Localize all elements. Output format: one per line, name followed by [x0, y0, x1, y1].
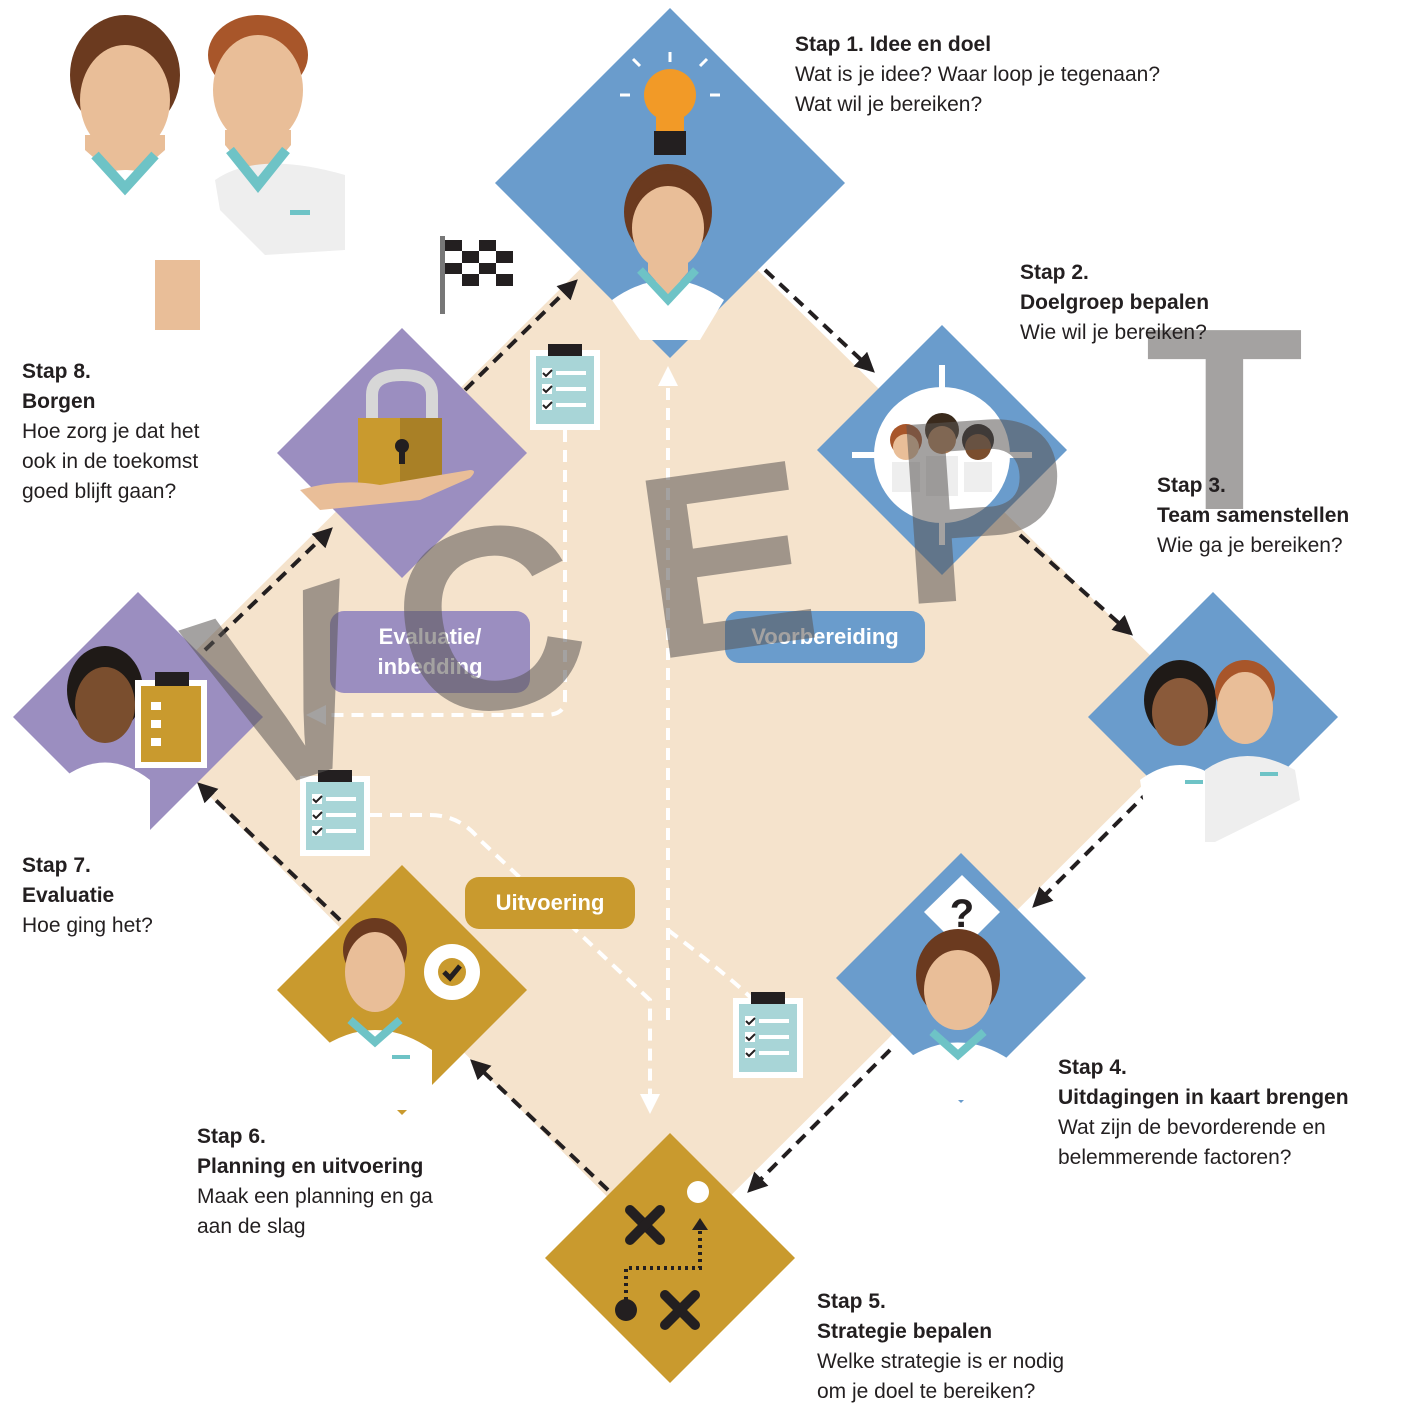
- step-title: Stap 2.: [1020, 261, 1089, 284]
- step-line: belemmerende factoren?: [1058, 1146, 1292, 1169]
- step-line: Wat is je idee? Waar loop je tegenaan?: [795, 63, 1160, 86]
- step-4-text: Stap 4. Uitdagingen in kaart brengen Wat…: [1058, 1053, 1349, 1173]
- step-line: ook in de toekomst: [22, 450, 199, 473]
- clipboard-icon: [529, 343, 601, 431]
- step-3-text: Stap 3. Team samenstellen Wie ga je bere…: [1157, 471, 1349, 561]
- step-line: Wie ga je bereiken?: [1157, 534, 1343, 557]
- step-line: Wie wil je bereiken?: [1020, 321, 1207, 344]
- lightbulb-icon: [620, 52, 720, 155]
- step-8-text: Stap 8. Borgen Hoe zorg je dat het ook i…: [22, 357, 199, 507]
- step-title: Stap 4.: [1058, 1056, 1127, 1079]
- step-line: Hoe ging het?: [22, 914, 153, 937]
- clipboard-icon: [135, 672, 207, 768]
- step-4-diamond[interactable]: ?: [836, 853, 1086, 1103]
- step-line: aan de slag: [197, 1215, 306, 1238]
- step-line: Hoe zorg je dat het: [22, 420, 200, 443]
- gear-check-icon: [424, 944, 480, 1000]
- person-avatar: [905, 929, 1010, 1100]
- clipboard-icon: [732, 991, 804, 1079]
- step-subtitle: Strategie bepalen: [817, 1320, 993, 1343]
- checkered-flag-icon: [440, 236, 513, 314]
- step-line: Wat wil je bereiken?: [795, 93, 983, 116]
- person-avatar: [60, 646, 150, 842]
- svg-text:?: ?: [950, 892, 974, 936]
- phase-voorbereiding: Voorbereiding: [725, 611, 925, 663]
- step-line: Wat zijn de bevorderende en: [1058, 1116, 1326, 1139]
- step-7-diamond[interactable]: [13, 592, 263, 842]
- internal-routes: [306, 366, 762, 1114]
- step-5-diamond[interactable]: [545, 1133, 795, 1383]
- step-3-diamond[interactable]: [1088, 592, 1338, 842]
- step-title: Stap 3.: [1157, 474, 1226, 497]
- people-illustration: [70, 15, 345, 330]
- step-line: Maak een planning en ga: [197, 1185, 433, 1208]
- step-1-text: Stap 1. Idee en doel Wat is je idee? Waa…: [795, 30, 1160, 120]
- clipboard-icon: [299, 769, 371, 857]
- step-2-diamond[interactable]: [817, 325, 1067, 575]
- phase-evaluatie-inbedding: Evaluatie/ inbedding: [330, 611, 530, 693]
- step-subtitle: Uitdagingen in kaart brengen: [1058, 1086, 1349, 1109]
- person-avatar: [318, 918, 432, 1110]
- phase-uitvoering: Uitvoering: [465, 877, 635, 929]
- step-5-text: Stap 5. Strategie bepalen Welke strategi…: [817, 1287, 1064, 1407]
- step-6-diamond[interactable]: [277, 865, 527, 1115]
- step-7-text: Stap 7. Evaluatie Hoe ging het?: [22, 851, 153, 941]
- step-title: Stap 5.: [817, 1290, 886, 1313]
- step-line: goed blijft gaan?: [22, 480, 177, 503]
- strategy-map-icon: [615, 1181, 709, 1330]
- padlock-icon: [300, 368, 474, 510]
- step-2-text: Stap 2. Doelgroep bepalen Wie wil je ber…: [1020, 258, 1209, 348]
- step-1-diamond[interactable]: [495, 8, 845, 358]
- cycle-arrows: [197, 268, 1152, 1193]
- step-subtitle: Evaluatie: [22, 884, 115, 907]
- step-subtitle: Doelgroep bepalen: [1020, 291, 1210, 314]
- step-line: Welke strategie is er nodig: [817, 1350, 1065, 1373]
- question-icon: ?: [924, 875, 1000, 950]
- step-line: om je doel te bereiken?: [817, 1380, 1036, 1403]
- step-subtitle: Team samenstellen: [1157, 504, 1350, 527]
- step-title: Stap 1. Idee en doel: [795, 33, 992, 56]
- step-8-diamond[interactable]: [277, 328, 527, 578]
- step-title: Stap 8.: [22, 360, 91, 383]
- step-6-text: Stap 6. Planning en uitvoering Maak een …: [197, 1122, 433, 1242]
- target-icon: [852, 365, 1032, 545]
- step-title: Stap 7.: [22, 854, 91, 877]
- step-title: Stap 6.: [197, 1125, 266, 1148]
- step-subtitle: Planning en uitvoering: [197, 1155, 424, 1178]
- step-subtitle: Borgen: [22, 390, 96, 413]
- person-avatar: [612, 164, 724, 340]
- team-avatars: [1140, 660, 1300, 842]
